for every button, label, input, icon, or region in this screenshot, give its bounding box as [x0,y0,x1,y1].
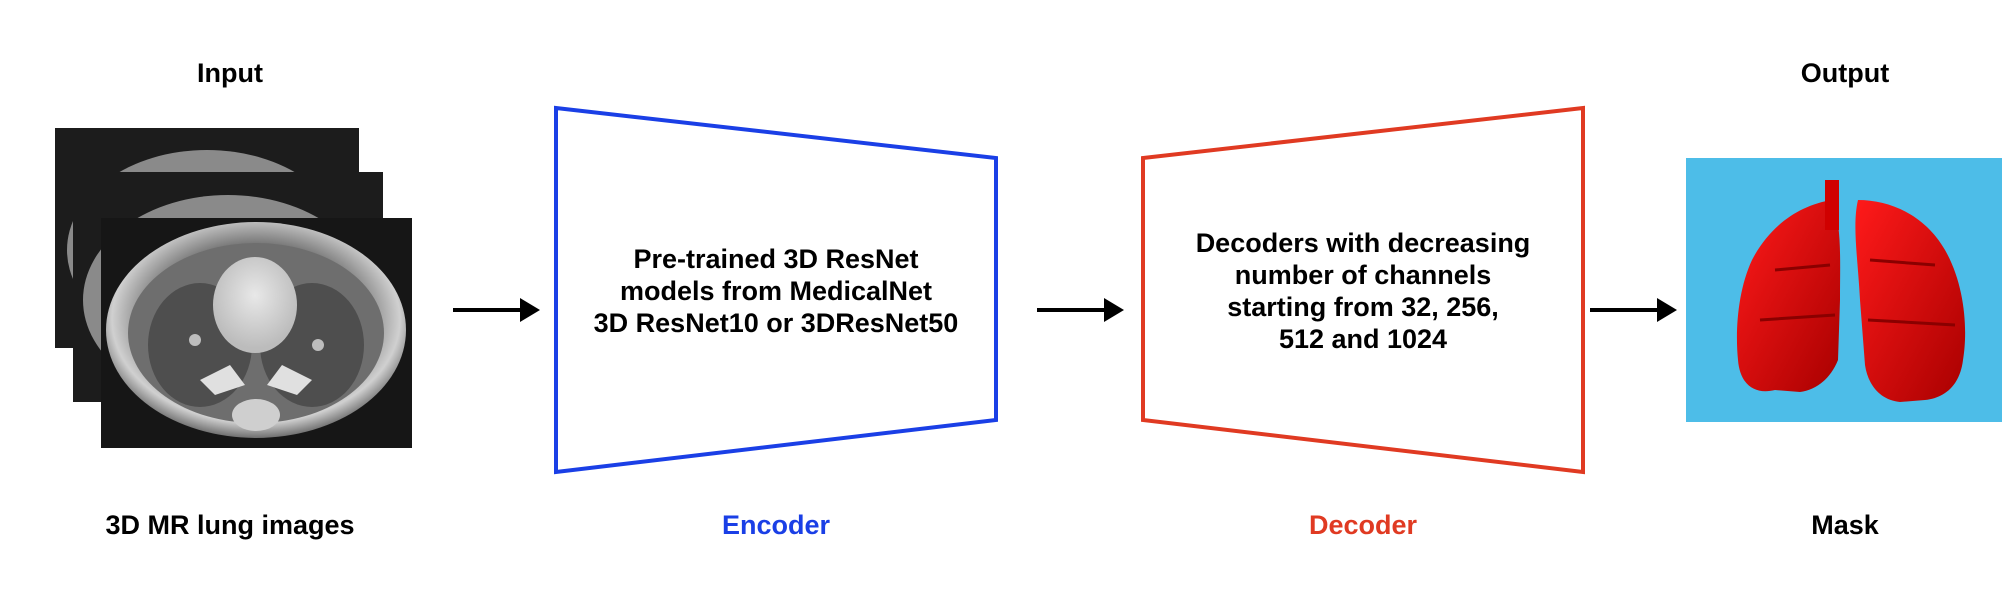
input-title: Input [197,58,263,88]
encoder-caption: Encoder [721,510,831,540]
input-caption: 3D MR lung images [105,510,355,540]
right-arrow-icon [1037,298,1124,322]
decoder-line: number of channels [1234,260,1492,290]
mr-slice-front [101,218,412,448]
decoder-description: Decoders with decreasing number of chann… [1143,227,1583,355]
encoder-line: models from MedicalNet [619,276,933,306]
decoder-line: 512 and 1024 [1278,324,1448,354]
decoder-line: Decoders with decreasing [1195,228,1531,258]
right-arrow-icon [1590,298,1677,322]
right-arrow-icon [453,298,540,322]
encoder-line: Pre-trained 3D ResNet [633,244,919,274]
encoder-block [554,105,998,475]
decoder-line: starting from 32, 256, [1227,292,1499,322]
mr-image-stack [55,128,412,448]
encoder-description: Pre-trained 3D ResNet models from Medica… [556,243,996,339]
right-lung [1855,200,1966,402]
output-title: Output [1800,58,1890,88]
decoder-block [1141,105,1585,475]
output-mask-image [1686,158,2002,422]
decoder-caption: Decoder [1308,510,1418,540]
left-lung [1736,200,1841,392]
output-caption: Mask [1811,510,1879,540]
encoder-line: 3D ResNet10 or 3DResNet50 [593,308,959,338]
trachea [1825,180,1839,230]
